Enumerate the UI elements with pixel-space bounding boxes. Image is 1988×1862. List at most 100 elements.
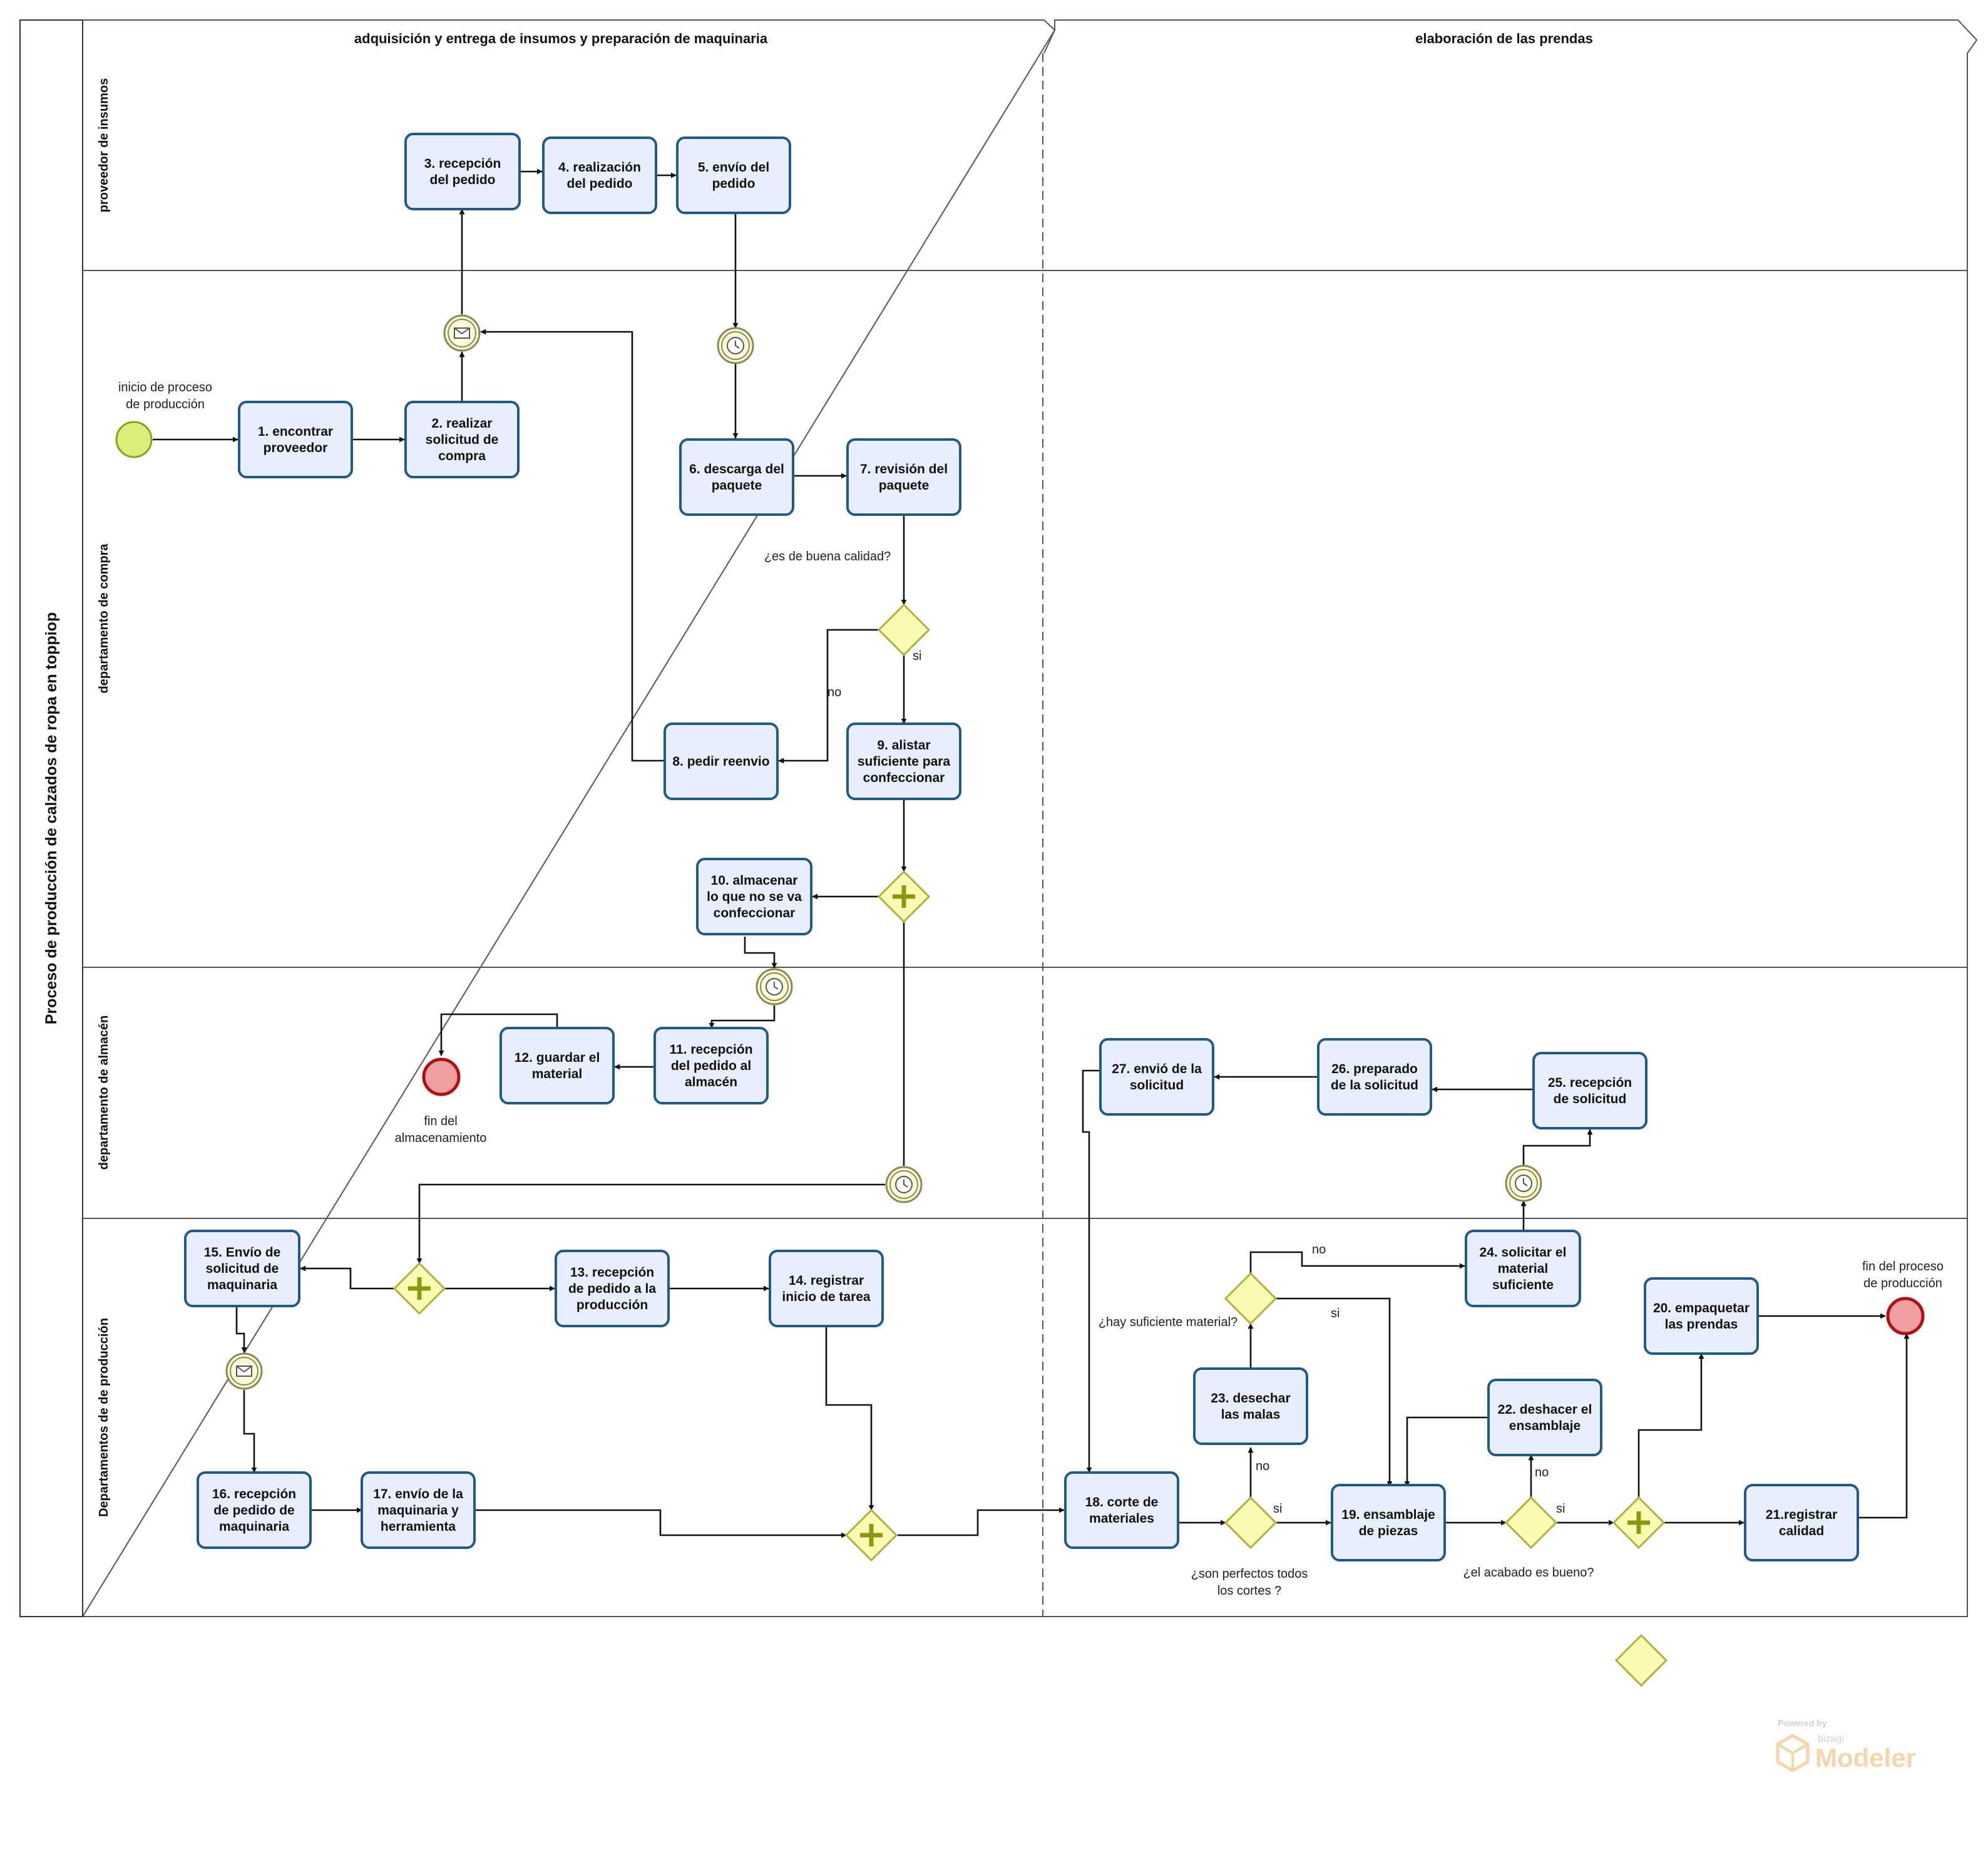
task-box[interactable]	[197, 1471, 312, 1549]
task-box[interactable]	[676, 136, 791, 214]
task-box[interactable]	[696, 858, 812, 935]
task-box[interactable]	[1331, 1484, 1446, 1561]
task-label-line: materiales	[1089, 1511, 1154, 1526]
task-label-line: suficiente para	[858, 754, 951, 769]
question-finish: ¿el acabado es bueno?	[1463, 1566, 1594, 1580]
task-box[interactable]	[500, 1027, 615, 1104]
task-box[interactable]	[846, 723, 961, 800]
timer-event-3[interactable]	[885, 1166, 923, 1203]
exclusive-gateway-quality[interactable]	[877, 603, 931, 657]
end-event-process[interactable]	[1886, 1297, 1925, 1335]
task-label-line: del pedido al	[671, 1059, 751, 1073]
lane-title-2: departamento de compra	[97, 543, 111, 694]
task-box[interactable]	[1644, 1277, 1759, 1355]
task-box[interactable]	[555, 1250, 670, 1327]
pool-border	[81, 19, 1978, 1617]
task-label-line: pedido	[712, 177, 756, 191]
question-quality: ¿es de buena calidad?	[764, 550, 891, 563]
timer-event-1[interactable]	[717, 327, 754, 364]
task-label-line: 1. encontrar	[258, 424, 333, 439]
parallel-gateway-2[interactable]	[392, 1262, 446, 1315]
exclusive-gateway-cuts[interactable]	[1224, 1496, 1278, 1550]
pool-header	[19, 19, 83, 1617]
task-box[interactable]	[1465, 1230, 1581, 1307]
annotations: inicio de proceso de producción fin del …	[118, 381, 1944, 1598]
task-box[interactable]	[1064, 1471, 1179, 1549]
task-box[interactable]	[679, 438, 794, 516]
task-8[interactable]: 8. pedir reenvio	[664, 723, 779, 800]
task-box[interactable]	[361, 1471, 476, 1549]
task-label-line: solicitud de	[206, 1262, 279, 1276]
parallel-gateway-4[interactable]	[1612, 1496, 1666, 1550]
start-event[interactable]	[115, 421, 153, 458]
task-box[interactable]	[404, 401, 520, 478]
message-event-2[interactable]	[225, 1352, 263, 1390]
task-label-line: 24. solicitar el	[1480, 1245, 1567, 1260]
task-box[interactable]	[238, 401, 353, 478]
task-box[interactable]	[1099, 1038, 1214, 1116]
parallel-gateway-1[interactable]	[877, 870, 931, 923]
exclusive-gateway-finish[interactable]	[1504, 1496, 1558, 1550]
task-box[interactable]	[1487, 1379, 1602, 1456]
exclusive-gateway-material[interactable]	[1224, 1272, 1278, 1325]
task-label-line: 9. alistar	[877, 738, 930, 753]
task-box[interactable]	[1317, 1038, 1432, 1116]
question-cuts-line-2: los cortes ?	[1217, 1584, 1281, 1598]
task-label-line: 12. guardar el	[515, 1051, 600, 1065]
plus-icon	[1627, 1511, 1650, 1534]
timer-event-2[interactable]	[756, 968, 793, 1006]
task-box[interactable]	[542, 136, 657, 214]
watermark-brand: bizagi	[1818, 1734, 1844, 1744]
task-box[interactable]	[404, 133, 521, 210]
task-label-line: 16. recepción	[212, 1487, 296, 1501]
task-box[interactable]	[1193, 1367, 1308, 1445]
task-box[interactable]	[846, 438, 961, 516]
task-label-line: 11. recepción	[669, 1042, 752, 1057]
task-box[interactable]	[1744, 1484, 1859, 1561]
task-box[interactable]	[1532, 1052, 1647, 1129]
watermark-product: Modeler	[1815, 1743, 1916, 1772]
label-yes: si	[913, 649, 921, 663]
task-label-line: 13. recepción	[570, 1265, 654, 1280]
bizagi-watermark: Powered by bizagi Modeler	[1776, 1718, 1916, 1772]
task-box[interactable]	[664, 723, 779, 800]
exclusive-gateway-orphan[interactable]	[1614, 1633, 1668, 1687]
parallel-gateway-3[interactable]	[844, 1508, 898, 1562]
task-box[interactable]	[769, 1250, 884, 1327]
message-event-1[interactable]	[443, 314, 481, 352]
phases: adquisición y entrega de insumos y prepa…	[354, 31, 1593, 1617]
task-box[interactable]	[653, 1027, 769, 1104]
flow-arrow	[438, 1013, 558, 1056]
timer-event-4[interactable]	[1505, 1165, 1542, 1202]
end-event-storage[interactable]	[422, 1057, 461, 1096]
task-box[interactable]	[184, 1230, 300, 1307]
task-label-line: confeccionar	[714, 906, 796, 920]
